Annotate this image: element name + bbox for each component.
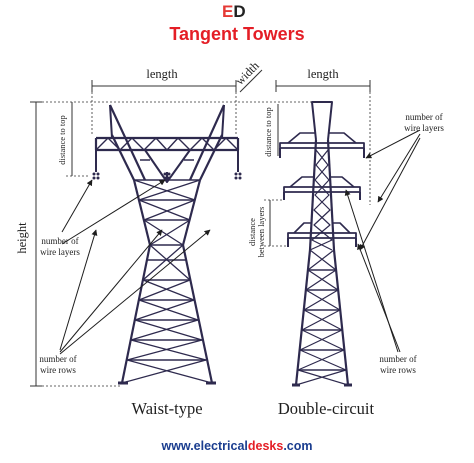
height-label: height [15,222,29,254]
wire-rows-label-right-1: number of [379,354,416,364]
distance-between-layers-label-2: between layers [256,207,266,258]
wire-rows-label-right-2: wire rows [380,365,416,375]
double-circuit-caption: Double-circuit [278,399,375,418]
distance-to-top-label-left: distance to top [57,115,67,165]
distance-to-top-label-right: distance to top [263,107,273,157]
logo: ED [222,2,246,21]
page-title: Tangent Towers [169,24,305,44]
wire-layers-label-right-1: number of [405,112,442,122]
double-circuit-tower [279,101,365,387]
distance-between-layers-label-1: distance [247,218,257,246]
dimension-lines [30,69,371,387]
waist-conductor-points [92,172,242,180]
width-label: width [233,59,262,88]
length-label-right: length [307,67,339,81]
wire-layers-label-left-1: number of [41,236,78,246]
wire-rows-label-left-1: number of [39,354,76,364]
wire-layers-label-right-2: wire layers [404,123,444,133]
wire-layers-label-left-2: wire layers [40,247,80,257]
waist-type-tower [94,104,240,385]
footer-url[interactable]: www.electricaldesks.com [161,439,313,453]
waist-type-caption: Waist-type [131,399,202,418]
length-label-left: length [146,67,178,81]
annotation-arrows [59,129,421,355]
wire-rows-label-left-2: wire rows [40,365,76,375]
